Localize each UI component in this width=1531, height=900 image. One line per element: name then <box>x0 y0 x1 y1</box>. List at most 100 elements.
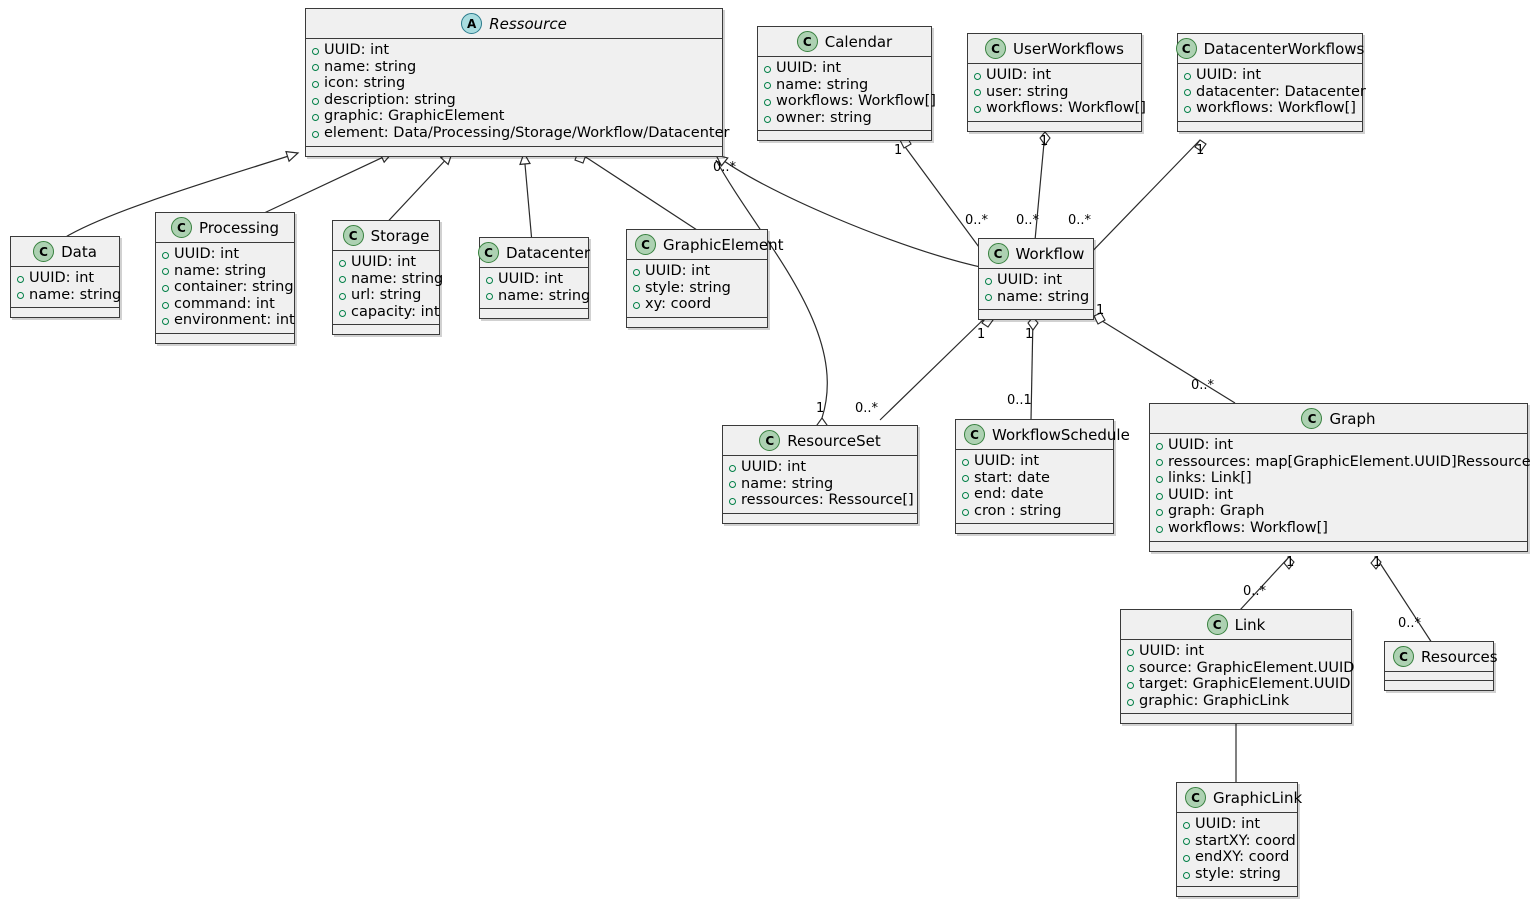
attribute-row: source: GraphicElement.UUID <box>1127 660 1354 677</box>
class-box-datacenter[interactable]: C Datacenter UUID: int name: string <box>477 237 591 320</box>
attribute-text: description: string <box>324 91 456 108</box>
attribute-row: name: string <box>339 271 443 288</box>
attribute-text: name: string <box>29 286 122 303</box>
class-footer <box>956 523 1113 534</box>
class-box-datacenterworkflows[interactable]: C DatacenterWorkflows UUID: int datacent… <box>1175 33 1366 132</box>
attribute-text: name: string <box>498 287 591 304</box>
class-icon: C <box>985 38 1007 59</box>
visibility-public-icon <box>974 105 981 113</box>
attribute-text: UUID: int <box>1139 643 1205 659</box>
attribute-row: UUID: int <box>486 271 582 288</box>
class-box-processing[interactable]: C Processing UUID: int name: string cont… <box>155 212 295 344</box>
attribute-text: workflows: Workflow[] <box>1196 100 1356 117</box>
attribute-text: user: string <box>986 83 1069 100</box>
class-icon: C <box>477 242 499 263</box>
class-attributes-calendar: UUID: int name: string workflows: Workfl… <box>758 57 936 131</box>
attribute-text: name: string <box>741 475 834 492</box>
class-title: Link <box>1234 615 1266 634</box>
visibility-public-icon <box>17 275 24 283</box>
abstract-class-icon: A <box>461 13 483 34</box>
class-icon: C <box>33 241 55 262</box>
visibility-public-icon <box>764 65 771 73</box>
class-box-resourceset[interactable]: C ResourceSet UUID: int name: string res… <box>722 425 918 524</box>
class-box-data[interactable]: C Data UUID: int name: string <box>10 236 122 319</box>
class-box-storage[interactable]: C Storage UUID: int name: string url: st… <box>332 220 443 336</box>
class-icon: C <box>1185 787 1206 808</box>
attribute-row: UUID: int <box>17 270 113 287</box>
attribute-text: xy: coord <box>645 296 712 313</box>
class-box-graph[interactable]: C Graph UUID: int ressources: map[Graphi… <box>1149 403 1531 552</box>
class-icon: C <box>1393 646 1414 667</box>
class-title: ResourceSet <box>787 431 881 450</box>
multiplicity-label: 1 <box>977 327 986 342</box>
class-title: Processing <box>198 218 280 237</box>
class-title: GraphicElement <box>663 235 784 254</box>
class-box-resources[interactable]: C Resources <box>1384 641 1498 691</box>
class-footer <box>1150 540 1527 551</box>
attribute-row: command: int <box>162 296 288 313</box>
multiplicity-label: 0..* <box>1243 584 1267 599</box>
multiplicity-label: 1 <box>1040 134 1049 149</box>
visibility-public-icon <box>962 458 969 466</box>
class-icon: C <box>987 243 1009 264</box>
visibility-public-icon <box>339 276 346 284</box>
class-box-ressource[interactable]: A Ressource UUID: int name: string icon:… <box>305 8 729 157</box>
class-attributes-resourceset: UUID: int name: string ressources: Resso… <box>723 456 917 513</box>
edge-storage-ressource <box>379 151 453 231</box>
attribute-text: name: string <box>174 262 267 279</box>
attribute-row: links: Link[] <box>1156 470 1521 487</box>
visibility-public-icon <box>764 82 771 90</box>
attribute-row: UUID: int <box>1156 487 1521 504</box>
class-box-userworkflows[interactable]: C UserWorkflows UUID: int user: string w… <box>967 33 1146 132</box>
attribute-text: UUID: int <box>776 60 842 76</box>
visibility-public-icon <box>633 268 640 276</box>
multiplicity-label: 1 <box>1196 143 1205 158</box>
class-box-calendar[interactable]: C Calendar UUID: int name: string workfl… <box>757 26 936 142</box>
class-header-resourceset: C ResourceSet <box>723 426 917 456</box>
multiplicity-label: 0..* <box>1016 213 1040 228</box>
class-box-link[interactable]: C Link UUID: int source: GraphicElement.… <box>1120 609 1354 725</box>
visibility-public-icon <box>162 301 169 309</box>
class-footer <box>979 309 1093 320</box>
class-icon: C <box>170 217 192 238</box>
attribute-row: graphic: GraphicElement <box>312 108 716 125</box>
class-header-processing: C Processing <box>156 213 294 243</box>
attribute-row: workflows: Workflow[] <box>974 100 1146 117</box>
attribute-row: ressources: Ressource[] <box>729 492 914 509</box>
attribute-text: UUID: int <box>351 254 417 270</box>
visibility-public-icon <box>1156 492 1163 500</box>
attribute-row: name: string <box>764 77 925 94</box>
attribute-text: end: date <box>974 486 1044 503</box>
class-box-workflow[interactable]: C Workflow UUID: int name: string <box>978 238 1094 321</box>
attribute-row: name: string <box>312 59 716 76</box>
class-attributes-graph: UUID: int ressources: map[GraphicElement… <box>1150 434 1531 541</box>
visibility-public-icon <box>312 130 319 138</box>
attribute-row: xy: coord <box>633 296 761 313</box>
attribute-text: container: string <box>174 279 294 296</box>
class-header-graph: C Graph <box>1150 404 1527 434</box>
attribute-text: UUID: int <box>645 263 711 279</box>
class-icon: C <box>964 424 985 445</box>
class-attributes-workflowschedule: UUID: int start: date end: date cron : s… <box>956 450 1113 524</box>
attribute-text: capacity: int <box>351 303 440 320</box>
attribute-text: workflows: Workflow[] <box>1168 519 1328 536</box>
visibility-public-icon <box>1127 681 1134 689</box>
multiplicity-label: 0..* <box>855 401 879 416</box>
attribute-text: graph: Graph <box>1168 503 1265 520</box>
class-box-graphicelement[interactable]: C GraphicElement UUID: int style: string… <box>626 229 784 328</box>
attribute-text: graphic: GraphicElement <box>324 108 505 125</box>
visibility-public-icon <box>962 491 969 499</box>
class-header-ressource: A Ressource <box>306 9 722 39</box>
class-header-storage: C Storage <box>333 221 439 251</box>
visibility-public-icon <box>1156 525 1163 533</box>
attribute-row: ressources: map[GraphicElement.UUID]Ress… <box>1156 454 1531 471</box>
edge-datacenterworkflows-workflow <box>1081 139 1201 263</box>
class-attributes-link: UUID: int source: GraphicElement.UUID ta… <box>1121 640 1354 714</box>
class-box-graphiclink[interactable]: C GraphicLink UUID: int startXY: coord e… <box>1176 782 1302 898</box>
class-title: Ressource <box>489 14 567 33</box>
attribute-text: UUID: int <box>1168 486 1234 503</box>
class-box-workflowschedule[interactable]: C WorkflowSchedule UUID: int start: date… <box>955 419 1130 535</box>
class-footer <box>480 308 588 319</box>
attribute-row: element: Data/Processing/Storage/Workflo… <box>312 125 729 142</box>
class-title: Data <box>61 242 97 261</box>
